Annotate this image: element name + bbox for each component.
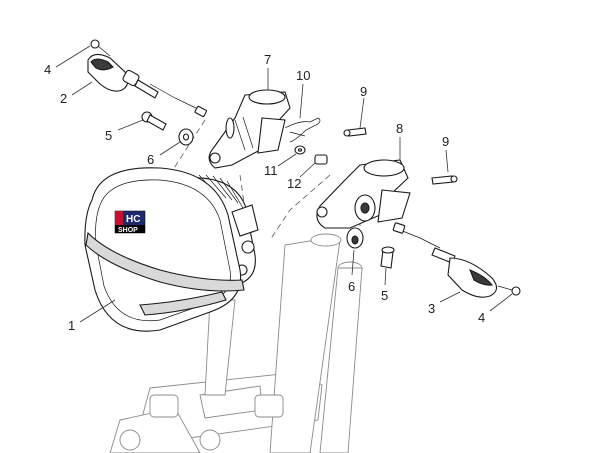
hc-shop-logo: HC SHOP (114, 210, 146, 234)
screws-9 (343, 127, 458, 185)
logo-line-2: SHOP (118, 227, 138, 234)
leader-lines (55, 45, 513, 323)
callout-12: 12 (287, 176, 301, 191)
callout-6-right: 6 (348, 279, 355, 294)
callout-1: 1 (68, 318, 75, 333)
right-screw-and-grommet (346, 227, 395, 269)
left-screw-and-washer (141, 111, 194, 146)
left-turn-signal (87, 39, 208, 118)
callout-10: 10 (296, 68, 310, 83)
callout-7: 7 (264, 52, 271, 67)
callout-5-right: 5 (381, 288, 388, 303)
left-bracket (208, 89, 291, 169)
headlight-assembly: HC SHOP (84, 167, 259, 332)
callout-8: 8 (396, 121, 403, 136)
right-bracket (316, 159, 411, 229)
right-turn-signal (392, 222, 521, 298)
fork-assembly (109, 233, 363, 453)
callout-2: 2 (60, 91, 67, 106)
callout-4-right: 4 (478, 310, 485, 325)
callout-9-top: 9 (360, 84, 367, 99)
callout-11: 11 (264, 163, 278, 178)
callout-3: 3 (428, 301, 435, 316)
bracket-clip (284, 117, 321, 143)
callout-4-left: 4 (44, 62, 51, 77)
callout-labels: 1 2 3 4 4 5 5 6 6 7 8 9 9 10 11 12 (44, 52, 485, 333)
callout-5-left: 5 (105, 128, 112, 143)
logo-line-1: HC (126, 214, 140, 225)
callout-9-right: 9 (442, 134, 449, 149)
small-fasteners (294, 145, 328, 165)
callout-6-left: 6 (147, 152, 154, 167)
